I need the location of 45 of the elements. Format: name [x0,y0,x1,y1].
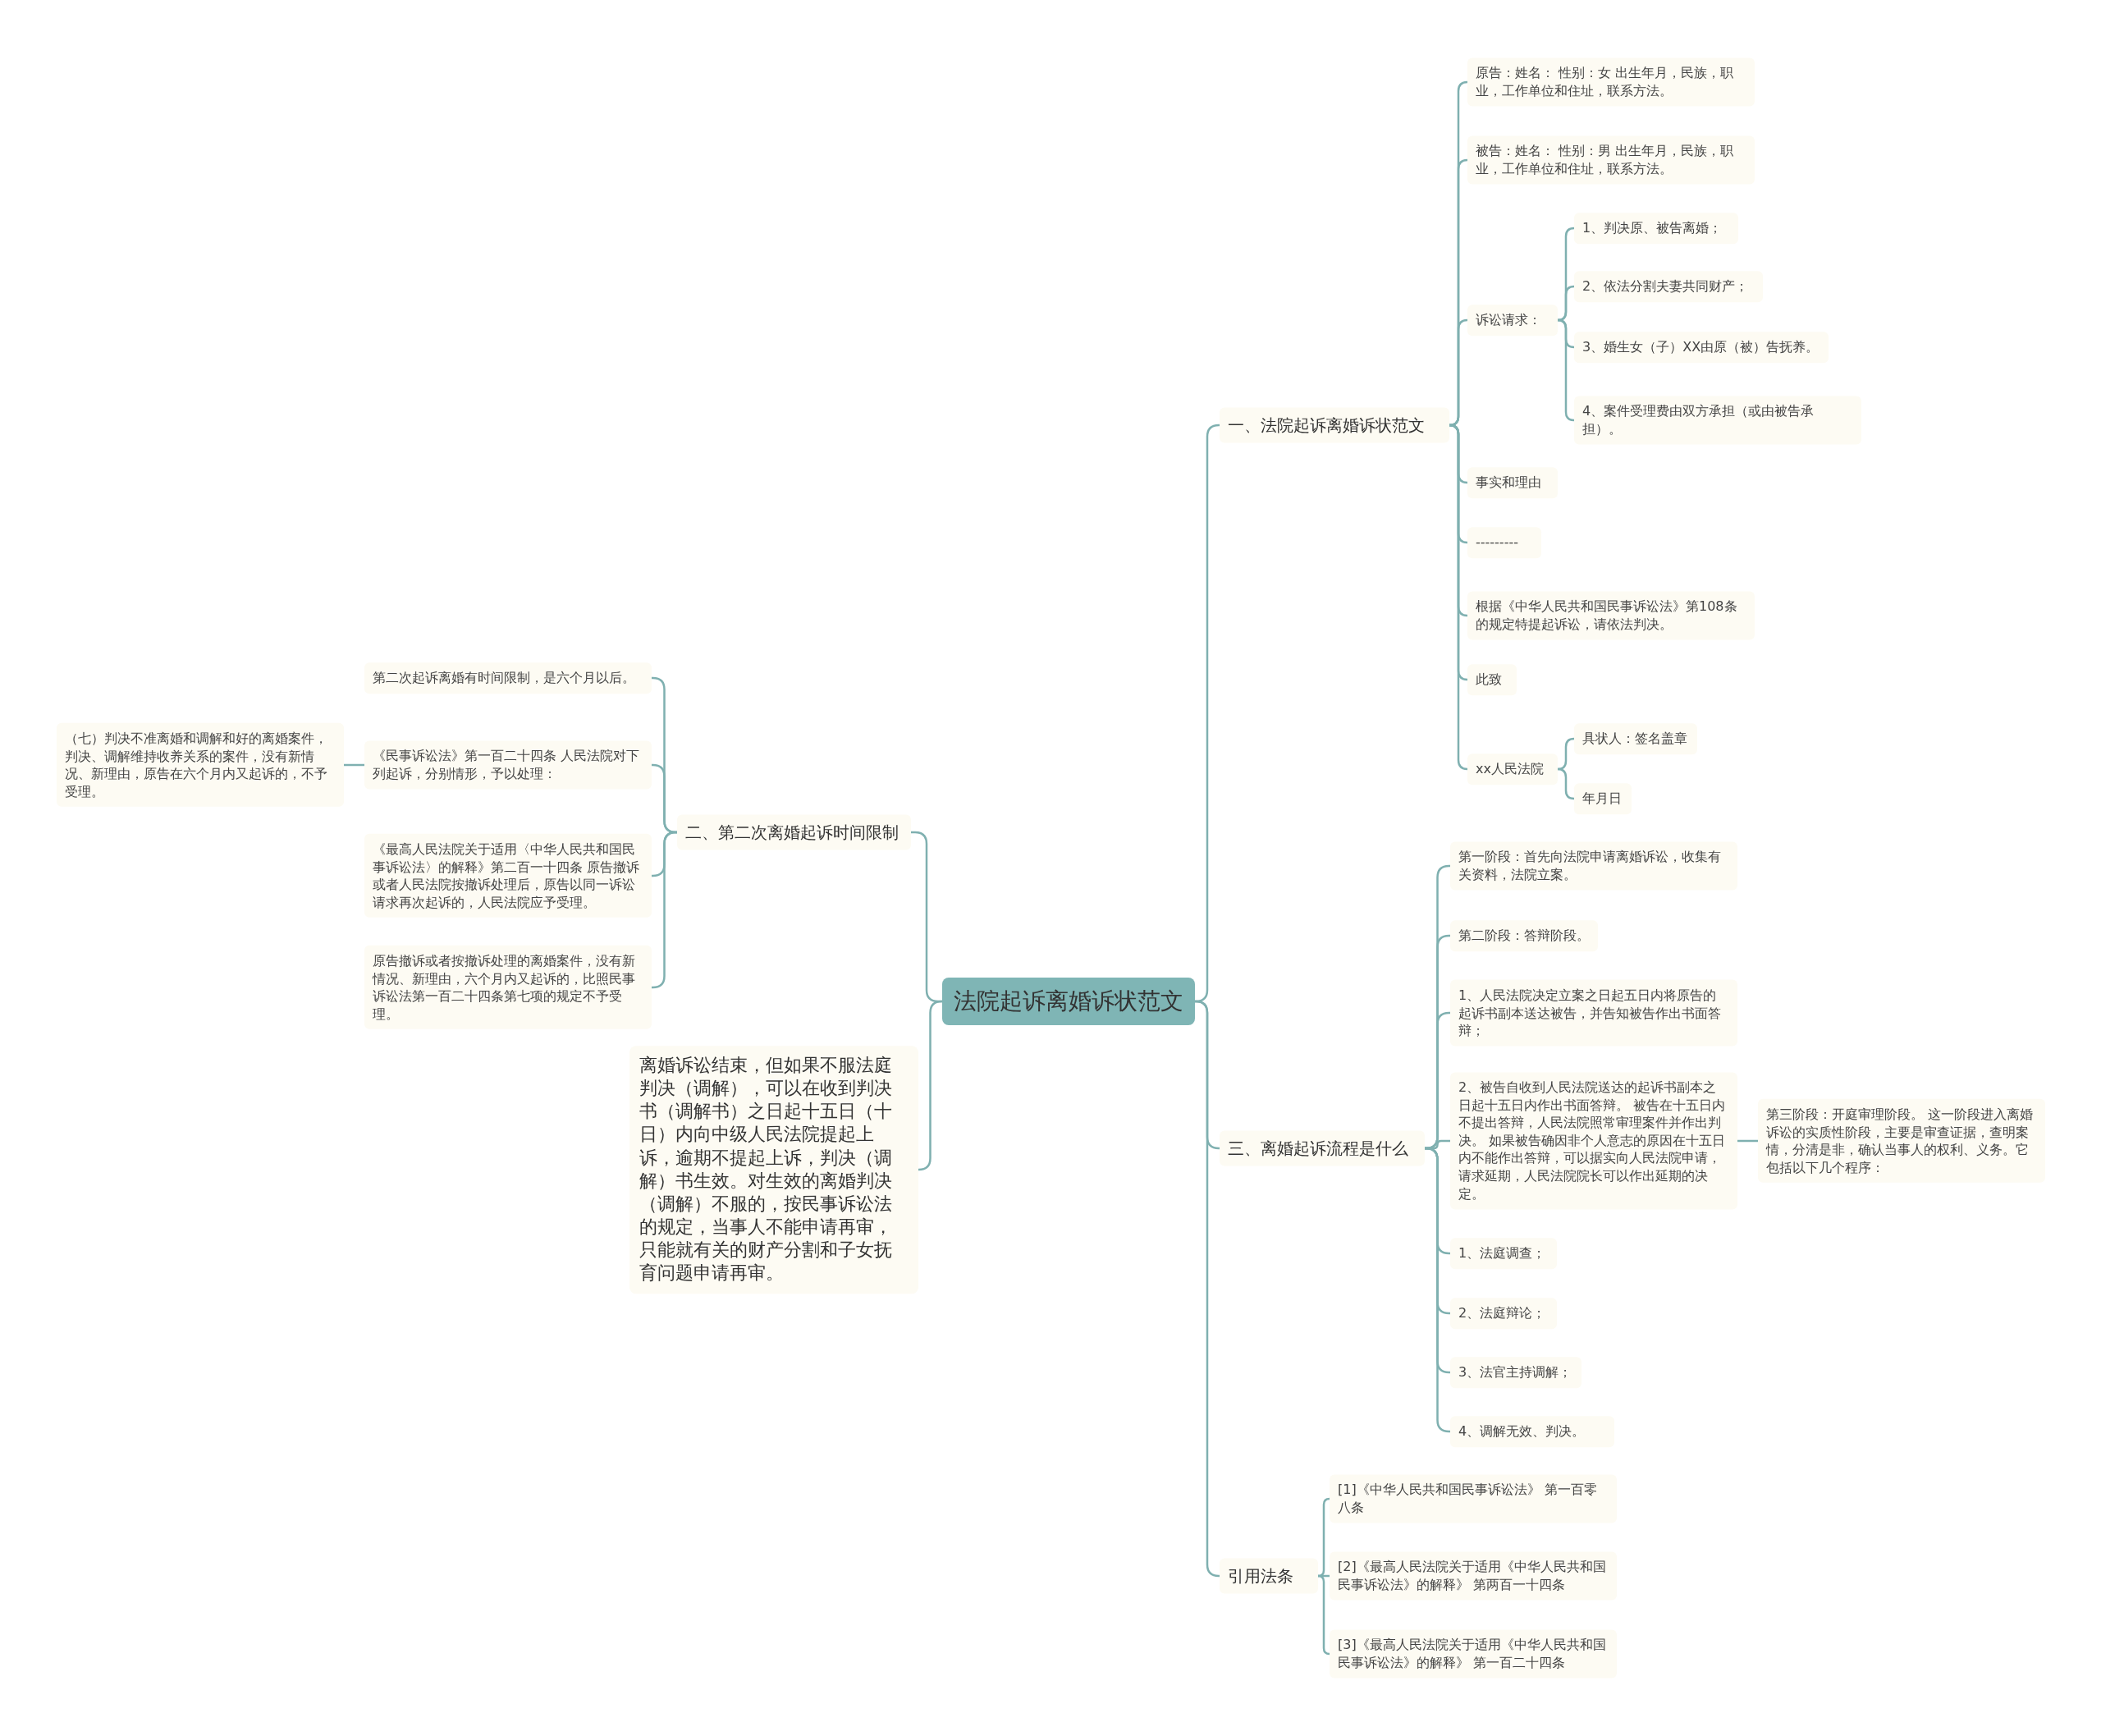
subtopic-card: 具状人：签名盖章 [1574,723,1697,754]
connector-line [918,1000,943,1171]
note-card: 离婚诉讼结束，但如果不服法庭判决（调解），可以在收到判决书（调解书）之日起十五日（十日）内向中级人民法院提起上诉，逾期不提起上诉，判决（调解）书生效。对生效的离婚判决（调解）不服的，按民事诉讼法的规定，当事人不能申请再审，只能就有关的财产分割和子女抚育问题申请再审。 [629,1046,918,1294]
subtopic-card: 第一阶段：首先向法院申请离婚诉讼，收集有关资料，法院立案。 [1450,841,1737,891]
subtopic-card: 根据《中华人民共和国民事诉讼法》第108条的规定特提起诉讼，请依法判决。 [1467,591,1755,640]
subtopic-card: 4、调解无效、判决。 [1450,1416,1614,1447]
subtopic-card: 4、案件受理费由双方承担（或由被告承担）。 [1574,396,1861,445]
subtopic-card: 1、人民法院决定立案之日起五日内将原告的起诉书副本送达被告，并告知被告作出书面答辩； [1450,979,1737,1047]
subtopic-card: 此致 [1467,664,1517,695]
subtopic-card: --------- [1467,527,1541,558]
subtopic-card: 1、判决原、被告离婚； [1574,213,1738,244]
subtopic-card: 1、法庭调查； [1450,1238,1557,1269]
subtopic-card: 第二次起诉离婚有时间限制，是六个月以后。 [364,662,652,694]
subtopic-card: 3、婚生女（子）XX由原（被）告抚养。 [1574,332,1829,363]
subtopic-card: 原告撤诉或者按撤诉处理的离婚案件，没有新情况、新理由，六个月内又起诉的，比照民事诉讼法第一百二十四条第七项的规定不予受理。 [364,945,652,1030]
subtopic-card: [2]《最高人民法院关于适用《中华人民共和国民事诉讼法》的解释》 第两百一十四条 [1330,1551,1617,1601]
subtopic-card: 原告：姓名： 性别：女 出生年月，民族，职业，工作单位和住址，联系方法。 [1467,57,1755,107]
branch-topic: 二、第二次离婚起诉时间限制 [677,814,911,850]
connector-line [1556,318,1576,422]
subtopic-card: xx人民法院 [1467,753,1558,785]
subtopic-card: 《民事诉讼法》第一百二十四条 人民法院对下列起诉，分别情形，予以处理： [364,740,652,790]
subtopic-card: 第二阶段：答辩阶段。 [1450,920,1598,951]
subtopic-card: 《最高人民法院关于适用〈中华人民共和国民事诉讼法〉的解释》第二百一十四条 原告撤诉或者人民法院按撤诉处理后，原告以同一诉讼请求再次起诉的，人民法院应予受理。 [364,833,652,918]
subtopic-card: [3]《最高人民法院关于适用《中华人民共和国民事诉讼法》的解释》 第一百二十四条 [1330,1629,1617,1679]
central-topic: 法院起诉离婚诉状范文 [942,978,1195,1025]
connector-line [1194,1000,1220,1578]
subtopic-card: 第三阶段：开庭审理阶段。 这一阶段进入离婚诉讼的实质性阶段，主要是审查证据，查明案情，分清是非，确认当事人的权利、义务。它包括以下几个程序： [1758,1098,2045,1184]
subtopic-card: 事实和理由 [1467,467,1558,498]
subtopic-card: 诉讼请求： [1467,305,1558,336]
subtopic-card: 被告：姓名： 性别：男 出生年月，民族，职业，工作单位和住址，联系方法。 [1467,135,1755,185]
connector-line [1556,767,1576,800]
branch-topic: 一、法院起诉离婚诉状范文 [1220,407,1449,443]
subtopic-card: [1]《中华人民共和国民事诉讼法》 第一百零八条 [1330,1474,1617,1523]
subtopic-card: 2、依法分割夫妻共同财产； [1574,271,1763,302]
subtopic-card: 2、被告自收到人民法院送达的起诉书副本之日起十五日内作出书面答辩。 被告在十五日内不提出答辩，人民法院照常审理案件并作出判决。 如果被告确因非个人意志的原因在十五日内不能作出答辩，可以据实向人民法院申请，请求延期，人民法院院长可以作出延期的决定。 [1450,1072,1737,1210]
connector-line [651,831,678,989]
subtopic-card: 3、法官主持调解； [1450,1357,1581,1388]
connector-line [344,763,364,767]
connector-line [1737,1139,1758,1143]
branch-topic: 三、离婚起诉流程是什么 [1220,1130,1425,1166]
connector-line [1316,1574,1331,1656]
branch-topic: 引用法条 [1220,1558,1318,1594]
subtopic-card: （七）判决不准离婚和调解和好的离婚案件，判决、调解维持收养关系的案件，没有新情况、新理由，原告在六个月内又起诉的，不予受理。 [57,722,344,808]
subtopic-card: 2、法庭辩论； [1450,1298,1557,1329]
subtopic-card: 年月日 [1574,783,1632,814]
